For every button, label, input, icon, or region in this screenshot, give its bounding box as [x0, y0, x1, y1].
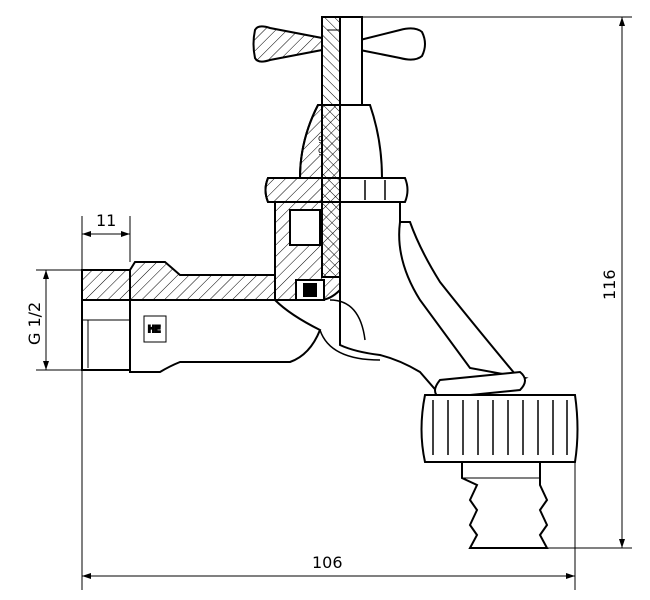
dim-thread-size: G 1/2 [25, 302, 44, 345]
inlet-pipe: HE [81, 261, 322, 373]
dim-thread-length: 11 [96, 211, 116, 230]
body-stamp: HE [148, 325, 161, 335]
spout [398, 221, 579, 549]
stem-mark-2: g [318, 146, 324, 156]
dim-total-height: 116 [600, 269, 619, 300]
stem-mark-1: g [318, 134, 324, 144]
dimension-lines [36, 16, 632, 590]
dim-total-width: 106 [312, 553, 343, 572]
